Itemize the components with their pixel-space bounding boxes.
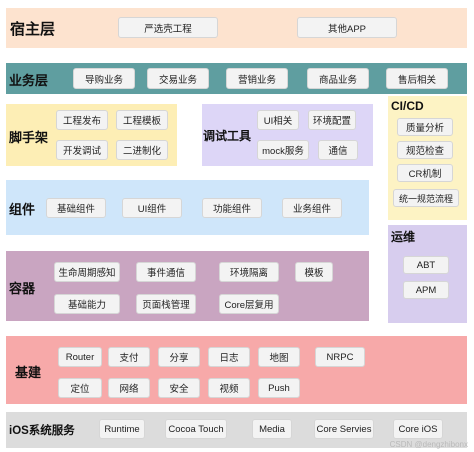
ios-item-core-ios: Core iOS: [393, 419, 443, 439]
container-item-basic-ability: 基础能力: [54, 294, 120, 314]
ios-services-layer: [6, 412, 467, 448]
watermark: CSDN @dengzhibonx: [389, 440, 468, 449]
cicd-item-lint: 规范检查: [397, 141, 453, 159]
ops-item-abt: ABT: [403, 256, 449, 274]
scaffold-item-template: 工程模板: [116, 110, 168, 130]
container-layer-title: 容器: [9, 281, 36, 296]
ios-services-title: iOS系统服务: [9, 425, 75, 437]
business-item-after-sales: 售后相关: [386, 68, 448, 89]
infra-layer-title: 基建: [15, 365, 42, 380]
infra-item-share: 分享: [158, 347, 200, 367]
debug-tools-title: 调试工具: [203, 129, 252, 143]
ios-item-media: Media: [252, 419, 292, 439]
infra-item-security: 安全: [158, 378, 200, 398]
container-item-core-reuse: Core层复用: [219, 294, 279, 314]
scaffold-item-binary: 二进制化: [116, 140, 168, 160]
debug-item-env-config: 环境配置: [308, 110, 356, 130]
business-item-marketing: 营销业务: [226, 68, 288, 89]
host-item-yanxuan-shell: 严选壳工程: [118, 17, 218, 38]
ios-item-cocoa-touch: Cocoa Touch: [165, 419, 227, 439]
scaffold-layer-title: 脚手架: [9, 130, 49, 145]
cicd-item-quality: 质量分析: [397, 118, 453, 136]
scaffold-item-debug: 开发调试: [56, 140, 108, 160]
infra-item-location: 定位: [58, 378, 102, 398]
ios-item-runtime: Runtime: [99, 419, 145, 439]
cicd-title: CI/CD: [391, 99, 424, 113]
infra-item-nrpc: NRPC: [315, 347, 365, 367]
component-item-ui: UI组件: [122, 198, 182, 218]
debug-item-mock: mock服务: [257, 140, 309, 160]
ops-item-apm: APM: [403, 281, 449, 299]
infra-item-router: Router: [58, 347, 102, 367]
debug-item-communication: 通信: [318, 140, 358, 160]
business-item-shopping-guide: 导购业务: [73, 68, 135, 89]
business-item-product: 商品业务: [307, 68, 369, 89]
component-item-function: 功能组件: [202, 198, 262, 218]
container-item-template: 模板: [295, 262, 333, 282]
ios-item-core-services: Core Servies: [314, 419, 374, 439]
infra-item-network: 网络: [108, 378, 150, 398]
cicd-item-cr: CR机制: [397, 164, 453, 182]
component-item-business: 业务组件: [282, 198, 342, 218]
host-layer: [6, 8, 467, 48]
scaffold-item-release: 工程发布: [56, 110, 108, 130]
host-layer-title: 宿主层: [10, 21, 56, 38]
ops-layer: [388, 225, 467, 323]
container-item-env-isolation: 环境隔离: [219, 262, 279, 282]
container-item-event-bus: 事件通信: [136, 262, 196, 282]
container-item-lifecycle: 生命周期感知: [54, 262, 120, 282]
container-item-page-stack: 页面栈管理: [136, 294, 196, 314]
component-layer-title: 组件: [9, 202, 36, 217]
infra-item-map: 地图: [258, 347, 300, 367]
ops-title: 运维: [391, 230, 416, 244]
business-item-trade: 交易业务: [147, 68, 209, 89]
cicd-item-unified-flow: 统一规范流程: [393, 189, 459, 207]
host-item-other-app: 其他APP: [297, 17, 397, 38]
infra-item-payment: 支付: [108, 347, 150, 367]
infra-item-video: 视频: [208, 378, 250, 398]
infra-item-push: Push: [258, 378, 300, 398]
infra-item-log: 日志: [208, 347, 250, 367]
debug-item-ui: UI相关: [257, 110, 299, 130]
business-layer-title: 业务层: [9, 73, 49, 88]
component-item-basic: 基础组件: [46, 198, 106, 218]
